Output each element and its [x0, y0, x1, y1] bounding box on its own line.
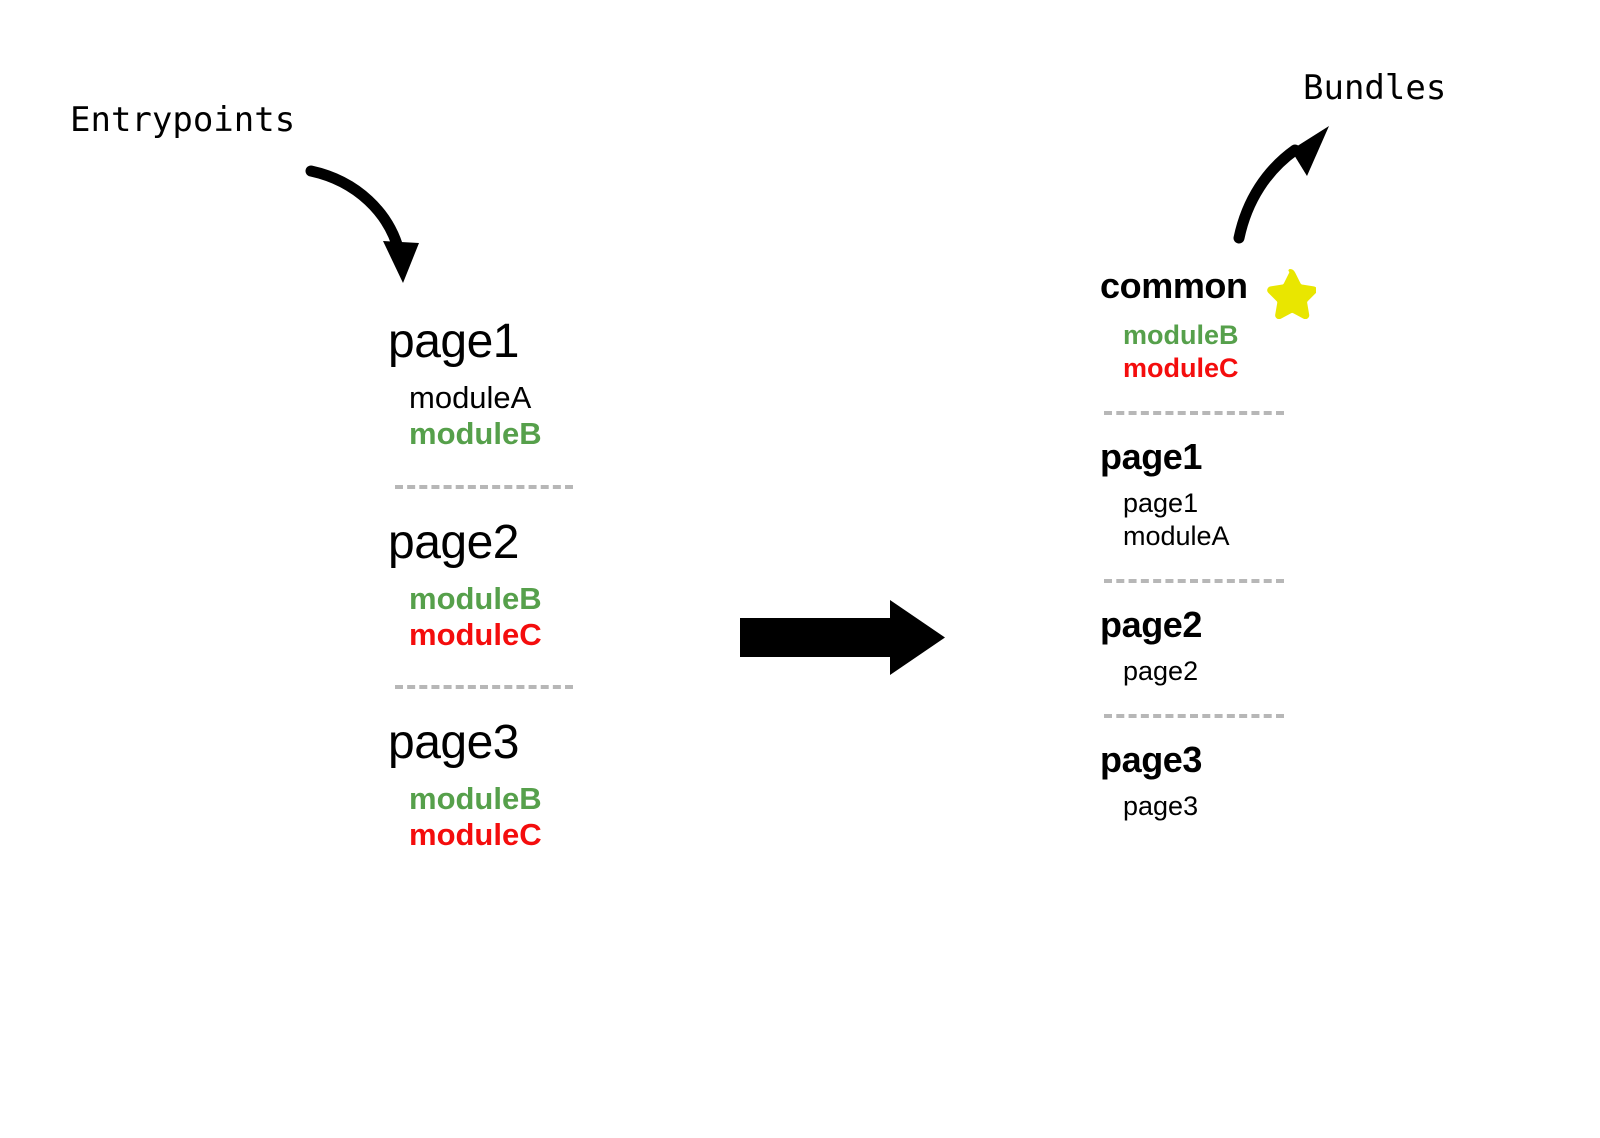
module-item: moduleA	[1123, 520, 1230, 551]
bundle-title-page1: page1	[1100, 435, 1203, 477]
module-item: moduleB	[409, 416, 542, 452]
group-divider	[1104, 410, 1284, 415]
module-item: page2	[1123, 655, 1199, 686]
bundle-group-page1: page1 page1 moduleA	[1100, 435, 1420, 553]
block-arrow-right-icon	[740, 600, 945, 675]
star-icon	[1264, 267, 1317, 320]
bundle-group-page2: page2 page2	[1100, 603, 1420, 688]
module-item: moduleB	[409, 580, 542, 616]
module-item: page1	[1123, 487, 1199, 518]
curved-arrow-up-right-icon	[1233, 126, 1329, 244]
bundle-title-page2: page2	[1100, 603, 1203, 645]
bundle-group-common: common moduleB moduleC	[1100, 265, 1420, 385]
module-item: moduleC	[409, 616, 542, 652]
group-divider	[1104, 713, 1284, 718]
bundle-modules-page1: page1 moduleA	[1100, 487, 1420, 553]
bundle-modules-page2: page2	[1100, 655, 1420, 688]
bundle-title-row-common: common	[1100, 265, 1420, 320]
module-item: moduleB	[409, 781, 542, 817]
bundle-title-common: common	[1100, 265, 1248, 306]
entrypoint-modules-page1: moduleA moduleB	[388, 380, 688, 453]
entrypoint-modules-page3: moduleB moduleC	[388, 781, 688, 854]
bundle-group-page3: page3 page3	[1100, 738, 1420, 823]
entrypoint-title-page3: page3	[388, 716, 519, 770]
entrypoint-group-page1: page1 moduleA moduleB	[388, 318, 688, 453]
entrypoints-label: Entrypoints	[70, 100, 296, 140]
curved-arrow-down-right-icon	[305, 165, 419, 283]
module-item: moduleA	[409, 380, 532, 415]
module-item: moduleC	[409, 817, 542, 853]
module-item: page3	[1123, 790, 1199, 821]
group-divider	[395, 484, 573, 489]
bundles-label: Bundles	[1303, 68, 1447, 108]
bundle-modules-common: moduleB moduleC	[1100, 319, 1420, 385]
group-divider	[1104, 578, 1284, 583]
entrypoint-group-page3: page3 moduleB moduleC	[388, 719, 688, 854]
module-item: moduleB	[1123, 320, 1239, 350]
module-item: moduleC	[1123, 352, 1239, 383]
entrypoints-column: page1 moduleA moduleB page2 moduleB modu…	[388, 318, 688, 854]
bundle-title-page3: page3	[1100, 738, 1203, 780]
entrypoint-modules-page2: moduleB moduleC	[388, 581, 688, 654]
entrypoint-title-page1: page1	[388, 315, 519, 368]
bundle-modules-page3: page3	[1100, 790, 1420, 823]
entrypoint-title-page2: page2	[388, 515, 519, 569]
bundles-column: common moduleB moduleC page1 page1 modul…	[1100, 265, 1420, 823]
group-divider	[395, 685, 573, 690]
entrypoint-group-page2: page2 moduleB moduleC	[388, 515, 688, 654]
